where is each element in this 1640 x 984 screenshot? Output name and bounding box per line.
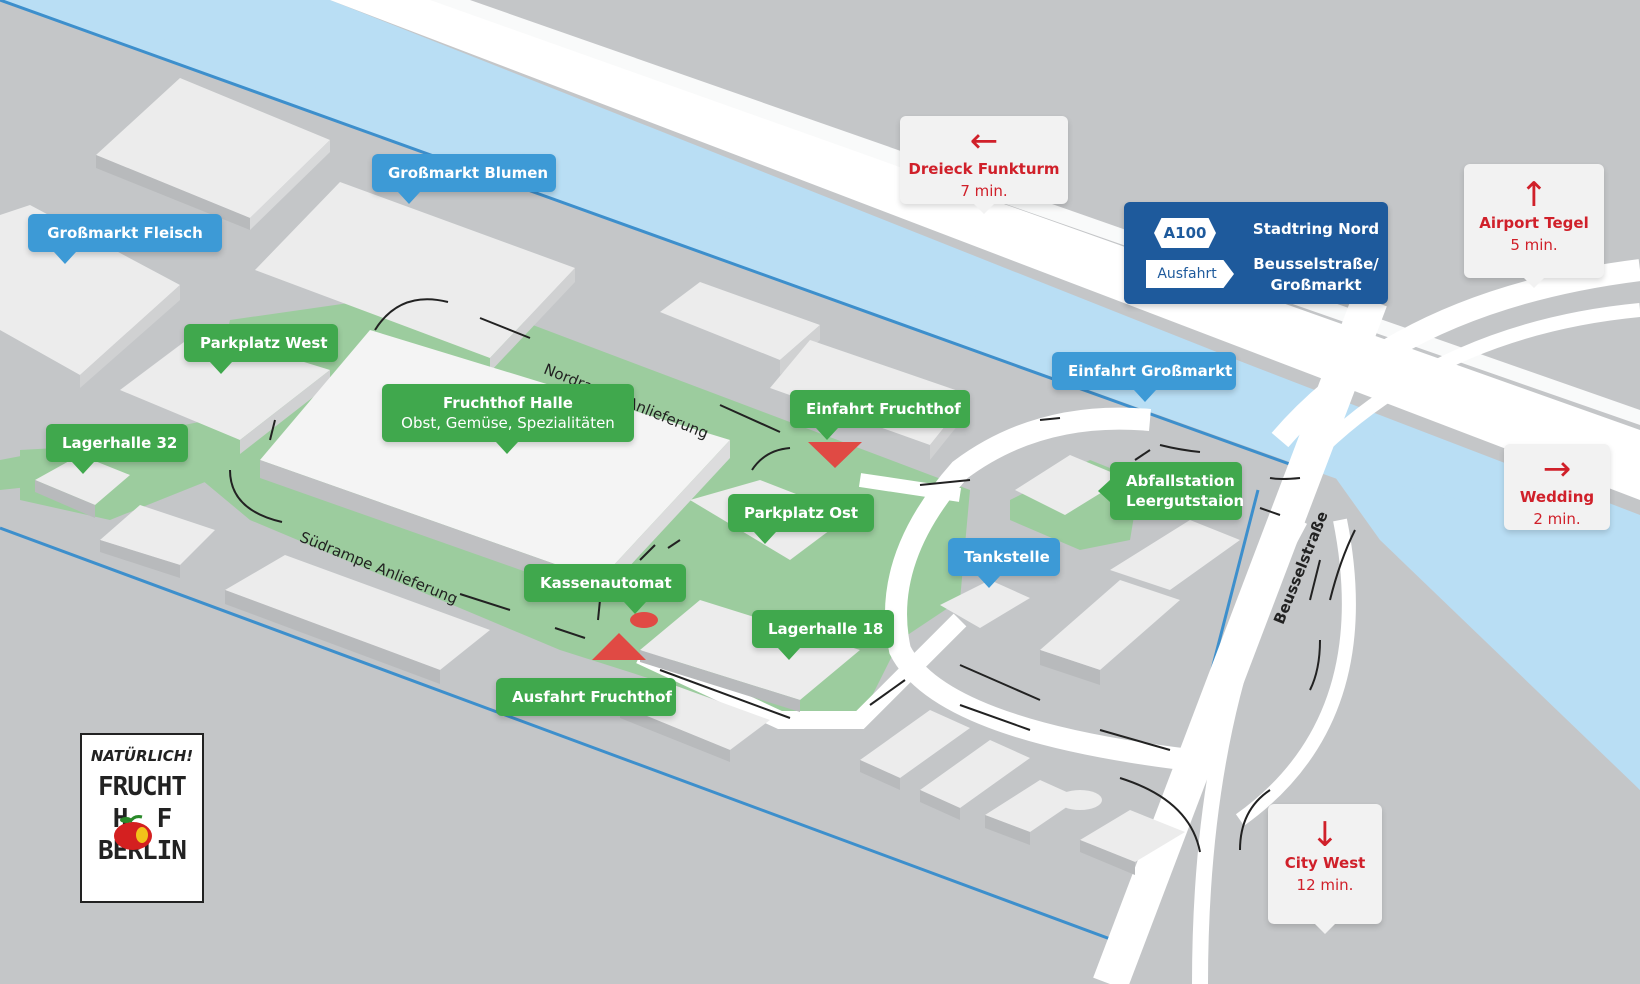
tail (974, 204, 994, 214)
label-grossmarkt-blumen[interactable]: Großmarkt Blumen (372, 154, 556, 204)
arrow-up-icon: ↑ (1519, 175, 1549, 215)
tail (754, 532, 776, 544)
label-grossmarkt-fleisch[interactable]: Großmarkt Fleisch (28, 214, 222, 264)
river-right (1330, 470, 1640, 790)
destination-name: Wedding (1519, 488, 1595, 506)
label-text: Abfallstation (1126, 472, 1235, 490)
site-road-inner (858, 473, 962, 502)
label-fruchthof-halle[interactable]: Fruchthof Halle Obst, Gemüse, Spezialitä… (382, 384, 634, 454)
exit-sign: Ausfahrt (1146, 260, 1234, 288)
label-einfahrt-grossmarkt[interactable]: Einfahrt Großmarkt (1052, 352, 1236, 402)
direction-arrows (229, 298, 1356, 853)
destination-city-west: ↓ City West 12 min. (1268, 804, 1382, 934)
tail (210, 362, 232, 374)
label-text: Einfahrt Großmarkt (1068, 362, 1233, 380)
label-subtext: Obst, Gemüse, Spezialitäten (401, 414, 615, 432)
tail (398, 192, 420, 204)
highway-info-box: A100 Stadtring Nord Ausfahrt Beusselstra… (1124, 202, 1388, 304)
arrow-down-icon: ↓ (1310, 815, 1340, 855)
logo-line1: NATÜRLICH! (90, 747, 194, 765)
tail (624, 602, 646, 614)
destination-time: 7 min. (960, 182, 1008, 200)
label-text: Parkplatz Ost (744, 504, 859, 522)
tail (1134, 390, 1156, 402)
destination-wedding: → Wedding 2 min. (1504, 444, 1610, 530)
tail (72, 462, 94, 474)
fruchthof-berlin-logo: NATÜRLICH! FRUCHT H F BERLIN (80, 733, 204, 903)
label-text: Kassenautomat (540, 574, 672, 592)
destination-name: Airport Tegel (1479, 214, 1589, 232)
kassenautomat-marker (630, 612, 658, 628)
destination-time: 2 min. (1533, 510, 1581, 528)
label-text: Tankstelle (964, 548, 1050, 566)
destination-airport-tegel: ↑ Airport Tegel 5 min. (1464, 164, 1604, 288)
tail (1098, 480, 1110, 502)
tail (816, 428, 838, 440)
label-text: Lagerhalle 18 (768, 620, 884, 638)
tail (1524, 278, 1544, 288)
highway-band (330, 0, 1640, 500)
ramp-east (1235, 518, 1356, 826)
buildings (0, 78, 1240, 875)
tail (978, 576, 1000, 588)
label-text: Ausfahrt Fruchthof (512, 688, 672, 706)
label-tankstelle[interactable]: Tankstelle (948, 538, 1060, 588)
arrow-right-icon: → (1542, 449, 1572, 489)
a100-shield-icon: A100 (1154, 218, 1216, 248)
highway-line2a: Beusselstraße/ (1253, 255, 1379, 273)
label-lagerhalle-18[interactable]: Lagerhalle 18 (752, 610, 894, 660)
tail (496, 442, 518, 454)
highway-line1: Stadtring Nord (1252, 220, 1380, 238)
highway-line2: Beusselstraße/ Großmarkt (1252, 254, 1380, 296)
apple-icon (114, 815, 152, 850)
tail (54, 252, 76, 264)
destination-dreieck-funkturm: ← Dreieck Funkturm 7 min. (900, 116, 1068, 214)
label-text: Großmarkt Blumen (388, 164, 549, 182)
arrow-left-icon: ← (969, 121, 999, 161)
label-einfahrt-fruchthof[interactable]: Einfahrt Fruchthof (790, 390, 970, 440)
label-text: Parkplatz West (200, 334, 328, 352)
destination-time: 12 min. (1296, 876, 1354, 894)
highway-line2b: Großmarkt (1270, 276, 1362, 294)
label-text: Fruchthof Halle (443, 394, 573, 412)
label-abfallstation[interactable]: Abfallstation Leergutstaion (1098, 462, 1245, 520)
destination-name: City West (1284, 854, 1366, 872)
label-text: Lagerhalle 32 (62, 434, 178, 452)
label-kassenautomat[interactable]: Kassenautomat (524, 564, 686, 614)
tail (1315, 924, 1335, 934)
logo-line2: FRUCHT (98, 772, 187, 802)
highway-band-2 (420, 0, 1640, 425)
label-text: Großmarkt Fleisch (47, 224, 203, 242)
einfahrt-marker (808, 442, 862, 468)
destination-name: Dreieck Funkturm (908, 160, 1060, 178)
tail (778, 648, 800, 660)
label-text: Einfahrt Fruchthof (806, 400, 961, 418)
label-ausfahrt-fruchthof[interactable]: Ausfahrt Fruchthof (496, 678, 676, 716)
label-parkplatz-ost[interactable]: Parkplatz Ost (728, 494, 874, 544)
label-lagerhalle-32[interactable]: Lagerhalle 32 (46, 424, 188, 474)
label-parkplatz-west[interactable]: Parkplatz West (184, 324, 338, 374)
ramp-west (1192, 516, 1307, 984)
label-text-2: Leergutstaion (1126, 492, 1245, 510)
destination-time: 5 min. (1510, 236, 1558, 254)
ausfahrt-marker (592, 633, 646, 660)
site-border-north (0, 0, 1321, 477)
